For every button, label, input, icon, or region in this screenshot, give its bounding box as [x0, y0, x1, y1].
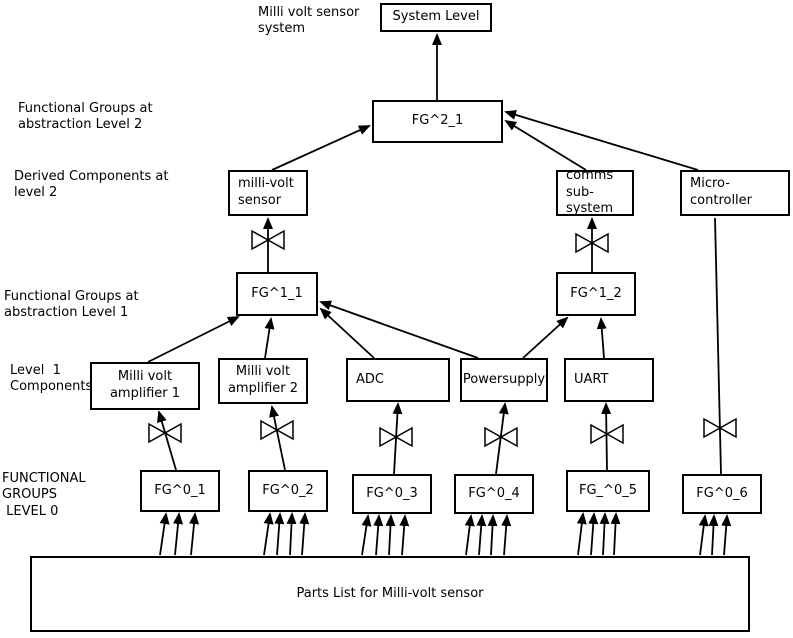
- node-amplifier-2: Milli volt amplifier 2: [218, 358, 308, 404]
- parts-arrow: [576, 512, 587, 556]
- parts-arrow: [464, 514, 475, 556]
- node-uart: UART: [564, 358, 654, 402]
- connector-comms-to-fg21: [504, 119, 587, 171]
- connector-uart-to-fg12: [596, 317, 607, 359]
- composition-bowtie-icon: [148, 423, 182, 443]
- parts-arrow: [159, 512, 170, 556]
- parts-arrow: [476, 514, 487, 556]
- parts-arrow: [708, 514, 719, 556]
- node-fg0-2: FG^0_2: [248, 470, 328, 512]
- parts-arrows-fg0-4: [464, 514, 512, 556]
- connector-fg03-to-adc: [392, 402, 403, 475]
- parts-arrow: [286, 512, 297, 556]
- parts-arrow: [274, 512, 285, 556]
- parts-arrow: [599, 512, 610, 556]
- node-amplifier-1: Milli volt amplifier 1: [90, 362, 200, 410]
- parts-arrows-fg0-3: [361, 514, 410, 556]
- connector-powersupply-to-fg12: [522, 316, 569, 359]
- node-fg0-3: FG^0_3: [352, 474, 432, 514]
- parts-arrow: [173, 512, 184, 556]
- node-fg0-4: FG^0_4: [454, 474, 534, 514]
- label-level0-groups: FUNCTIONAL GROUPS LEVEL 0: [2, 471, 86, 519]
- node-millivolt-sensor: milli-volt sensor: [228, 170, 308, 216]
- parts-arrows-fg0-2: [263, 512, 310, 556]
- connector-fg02-to-amp2: [269, 405, 286, 471]
- connector-fg01-to-amp1: [157, 410, 177, 471]
- parts-arrow: [721, 514, 732, 556]
- parts-arrow: [588, 512, 599, 556]
- parts-arrow: [299, 512, 310, 556]
- connector-fg04-to-powersupply: [495, 402, 509, 475]
- parts-arrow: [385, 514, 396, 556]
- node-parts-list: Parts List for Milli-volt sensor: [30, 556, 750, 632]
- label-level2-groups: Functional Groups at abstraction Level 2: [18, 101, 153, 133]
- parts-arrows-fg0-6: [698, 514, 732, 556]
- node-system-level: System Level: [380, 3, 492, 32]
- node-fg0-5: FG_^0_5: [566, 470, 650, 512]
- node-fg1-1: FG^1_1: [236, 272, 318, 316]
- node-fg1-2: FG^1_2: [556, 272, 636, 316]
- parts-arrow: [263, 512, 274, 556]
- node-fg0-1: FG^0_1: [140, 470, 220, 512]
- composition-bowtie-icon: [260, 420, 294, 440]
- parts-arrow: [487, 514, 498, 556]
- parts-arrow: [610, 512, 621, 556]
- connector-fg06-to-micro: [714, 217, 722, 475]
- parts-arrow: [698, 514, 709, 556]
- node-adc: ADC: [346, 358, 450, 402]
- connector-amp2-to-fg11: [264, 317, 275, 359]
- label-level1-components: Level 1 Components: [10, 363, 93, 395]
- node-powersupply: Powersupply: [460, 358, 548, 402]
- connector-fg05-to-uart: [601, 402, 612, 471]
- label-level2-derived: Derived Components at level 2: [14, 169, 169, 201]
- node-fg2-1: FG^2_1: [372, 100, 503, 143]
- parts-arrow: [501, 514, 512, 556]
- parts-arrow: [361, 514, 372, 556]
- connector-amp1-to-fg11: [147, 316, 240, 363]
- connector-powersupply-to-fg11: [319, 300, 479, 359]
- node-microcontroller: Micro- controller: [680, 170, 790, 216]
- node-comms-subsystem: comms sub-system: [556, 168, 634, 216]
- connector-micro-to-fg21: [504, 110, 699, 171]
- parts-arrows-fg0-1: [159, 512, 200, 556]
- parts-arrow: [189, 512, 200, 556]
- label-system-title: Milli volt sensor system: [258, 5, 360, 37]
- connector-adc-to-fg11: [319, 307, 375, 359]
- parts-arrows-fg0-5: [576, 512, 621, 556]
- node-fg0-6: FG^0_6: [682, 474, 762, 514]
- connector-mvsensor-to-fg21: [271, 125, 371, 171]
- parts-arrow: [373, 514, 384, 556]
- parts-arrow: [399, 514, 410, 556]
- label-level1-groups: Functional Groups at abstraction Level 1: [4, 289, 139, 321]
